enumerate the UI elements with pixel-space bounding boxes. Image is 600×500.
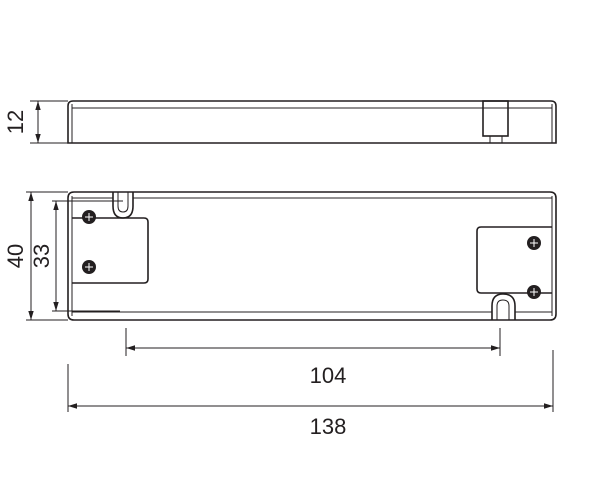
side-view bbox=[67, 100, 557, 144]
screw-icon bbox=[82, 210, 96, 224]
right-terminal-plate bbox=[476, 226, 552, 294]
bottom-mount-notch bbox=[491, 293, 516, 320]
left-terminal-plate bbox=[72, 217, 149, 284]
mount-spacing-dimension: 104 bbox=[125, 328, 501, 388]
width-outer-dimension: 40 bbox=[3, 191, 68, 321]
length-label: 138 bbox=[310, 414, 347, 439]
top-mount-notch bbox=[112, 192, 134, 219]
screw-icon bbox=[527, 285, 541, 299]
top-view bbox=[67, 191, 557, 321]
mount-spacing-label: 104 bbox=[310, 363, 347, 388]
width-outer-label: 40 bbox=[3, 244, 28, 268]
connector-block bbox=[482, 100, 509, 137]
screw-icon bbox=[527, 236, 541, 250]
length-dimension: 138 bbox=[67, 350, 554, 439]
width-inner-label: 33 bbox=[29, 244, 54, 268]
width-inner-dimension: 33 bbox=[29, 200, 123, 312]
height-dimension: 12 bbox=[3, 100, 68, 144]
height-label: 12 bbox=[3, 110, 28, 134]
screw-icon bbox=[82, 260, 96, 274]
